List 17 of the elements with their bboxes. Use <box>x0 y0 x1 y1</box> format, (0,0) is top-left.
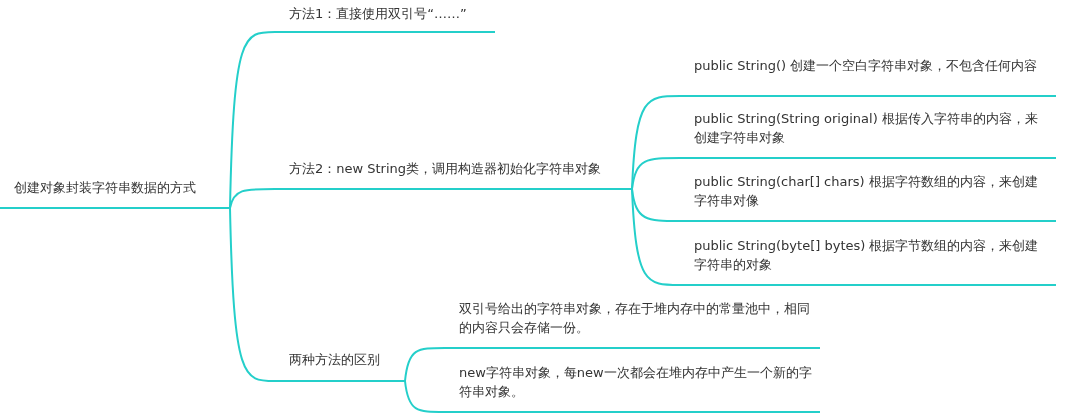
topic-label: 两种方法的区别 <box>275 343 405 382</box>
topic-label: 方法2：new String类，调用构造器初始化字符串对象 <box>275 153 632 190</box>
branch-line <box>631 157 681 190</box>
branch-line <box>404 347 446 382</box>
branch-line <box>229 188 276 209</box>
topic-label: 方法1：直接使用双引号“……” <box>275 0 495 33</box>
topic-label: public String(char[] chars) 根据字符数组的内容，来创建字符串对像 <box>680 166 1056 222</box>
topic-label: 创建对象封装字符串数据的方式 <box>0 172 230 209</box>
topic-label: new字符串对象，每new一次都会在堆内存中产生一个新的字符串对象。 <box>445 357 820 413</box>
branch-line <box>229 207 276 382</box>
topic-label: public String(byte[] bytes) 根据字节数组的内容，来创建字符串的对象 <box>680 229 1056 286</box>
topic-label: public String(String original) 根据传入字符串的内容，来创建字符串对象 <box>680 103 1056 159</box>
topic-label: 双引号给出的字符串对象，存在于堆内存中的常量池中，相同的内容只会存储一份。 <box>445 293 820 349</box>
branch-line <box>631 188 681 286</box>
branch-line <box>229 31 276 209</box>
topic-label: public String() 创建一个空白字符串对象，不包含任何内容 <box>680 40 1056 97</box>
branch-line <box>404 380 446 413</box>
